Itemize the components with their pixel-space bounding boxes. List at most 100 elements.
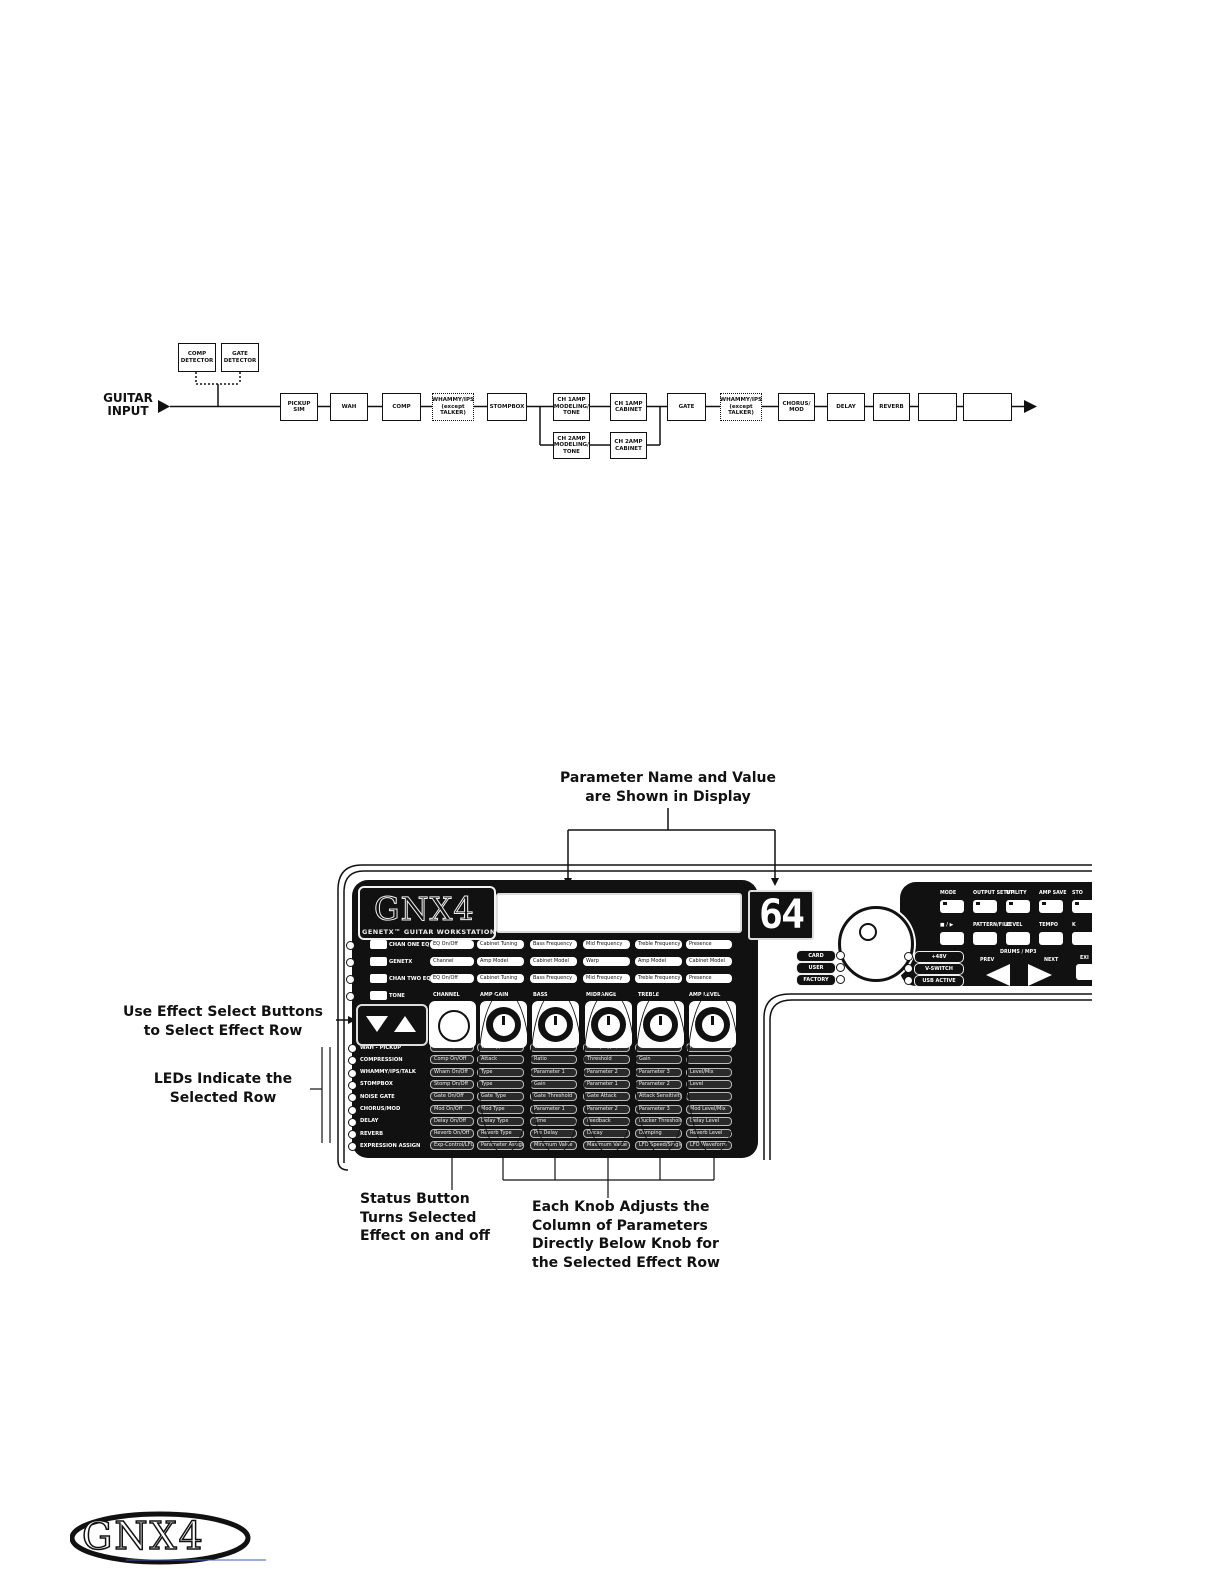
function-button[interactable] bbox=[1006, 900, 1030, 913]
parameter-cell: Treble Frequency bbox=[635, 940, 682, 949]
function-button[interactable] bbox=[1039, 900, 1063, 913]
parameter-cell: EQ On/Off bbox=[430, 974, 474, 983]
parameter-cell: Comp On/Off bbox=[430, 1055, 474, 1065]
branch-block: CH 2AMP MODELING/ TONE bbox=[553, 432, 590, 459]
up-arrow-icon bbox=[394, 1016, 416, 1032]
preset-bank-label: PRESET BANK bbox=[772, 960, 794, 974]
parameter-cell: Warp bbox=[583, 957, 630, 966]
function-button-label: MODE bbox=[940, 891, 957, 896]
chain-block: PICKUP SIM bbox=[280, 393, 318, 421]
row-led bbox=[348, 1093, 357, 1103]
function-button-label: ■ / ▶ bbox=[940, 923, 954, 928]
parameter-cell: Wham On/Off bbox=[430, 1067, 474, 1077]
branch-block: CH 2AMP CABINET bbox=[610, 432, 647, 459]
down-arrow-icon bbox=[366, 1016, 388, 1032]
row-led bbox=[348, 1044, 357, 1053]
function-button[interactable] bbox=[1072, 932, 1096, 945]
row-name: TONE bbox=[389, 992, 405, 999]
parameter-cell: Channel bbox=[430, 957, 474, 966]
function-button[interactable] bbox=[940, 900, 964, 913]
button-led bbox=[1042, 902, 1046, 905]
row-led bbox=[348, 1142, 357, 1152]
segment-display-value: 64 bbox=[758, 892, 805, 938]
footer-logo-swoosh bbox=[70, 1511, 266, 1565]
row-led bbox=[348, 1105, 357, 1115]
status-button[interactable] bbox=[438, 1010, 470, 1042]
detector-block: GATE DETECTOR bbox=[221, 343, 259, 372]
exit-button[interactable] bbox=[1076, 964, 1094, 980]
preset-bank-led bbox=[836, 951, 845, 960]
parameter-cell: Amp Model bbox=[477, 957, 524, 966]
function-button[interactable] bbox=[1039, 932, 1063, 945]
chain-block: DELAY bbox=[827, 393, 865, 421]
parameter-cell: BASS bbox=[533, 992, 548, 998]
data-wheel[interactable] bbox=[838, 906, 914, 982]
function-button[interactable] bbox=[1072, 900, 1096, 913]
exit-label: EXI bbox=[1080, 956, 1089, 961]
row-led bbox=[346, 941, 355, 950]
chain-block: CH 1AMP MODELING/ TONE bbox=[553, 393, 590, 421]
row-led bbox=[348, 1117, 357, 1127]
function-button[interactable] bbox=[973, 932, 997, 945]
chain-block: GATE bbox=[667, 393, 706, 421]
status-led bbox=[904, 964, 913, 973]
chain-block: CHORUS/ MOD bbox=[778, 393, 815, 421]
device-logo: GNX4 bbox=[374, 890, 475, 929]
preset-bank-option[interactable]: USER bbox=[796, 962, 836, 974]
parameter-cell: Exp-Control/LFO bbox=[430, 1141, 474, 1151]
row-led bbox=[348, 1056, 357, 1066]
parameter-cell: Bass Frequency bbox=[530, 940, 577, 949]
row-select-button[interactable] bbox=[370, 940, 387, 949]
row-select-button[interactable] bbox=[370, 991, 387, 1000]
device-subtitle: GENETX™ GUITAR WORKSTATION bbox=[362, 928, 496, 936]
parameter-cell: Presence bbox=[686, 974, 732, 983]
parameter-cell: Cabinet Model bbox=[530, 957, 577, 966]
preset-bank-option[interactable]: FACTORY bbox=[796, 974, 836, 986]
button-led bbox=[976, 902, 980, 905]
preset-bank-option[interactable]: CARD bbox=[796, 950, 836, 962]
effect-select-arrows bbox=[366, 1016, 416, 1032]
function-button[interactable] bbox=[973, 900, 997, 913]
parameter-cell: CHANNEL bbox=[433, 992, 460, 998]
button-led bbox=[1009, 902, 1013, 905]
chain-block bbox=[963, 393, 1012, 421]
display-callout: Parameter Name and Value are Shown in Di… bbox=[560, 770, 776, 805]
next-label: NEXT bbox=[1044, 958, 1059, 963]
row-name: WAH - PICKUP bbox=[360, 1044, 402, 1051]
logo-plate bbox=[358, 886, 496, 940]
row-name: DELAY bbox=[360, 1118, 379, 1125]
prev-button bbox=[986, 964, 1010, 986]
input-arrow bbox=[158, 400, 170, 413]
drums-mp3-label: DRUMS / MP3 bbox=[1000, 950, 1037, 955]
function-button[interactable] bbox=[940, 932, 964, 945]
function-button-label: TEMPO bbox=[1039, 923, 1058, 928]
output-arrow bbox=[1024, 400, 1037, 413]
parameter-cell: Bass Frequency bbox=[530, 974, 577, 983]
guitar-input-label: GUITAR INPUT bbox=[103, 391, 153, 418]
function-button-label: UTILITY bbox=[1006, 891, 1027, 896]
function-button-label: K bbox=[1072, 923, 1076, 928]
row-select-button[interactable] bbox=[370, 974, 387, 983]
function-button-label: LEVEL bbox=[1006, 923, 1023, 928]
row-led bbox=[346, 992, 355, 1001]
row-select-button[interactable] bbox=[370, 957, 387, 966]
chain-block: COMP bbox=[382, 393, 421, 421]
lcd-display bbox=[496, 893, 742, 933]
function-button-label: AMP SAVE bbox=[1039, 891, 1067, 896]
leds-callout: LEDs Indicate the Selected Row bbox=[153, 1071, 293, 1106]
row-name: COMPRESSION bbox=[360, 1056, 403, 1063]
parameter-cell: Stomp On/Off bbox=[430, 1079, 474, 1089]
row-name: CHAN ONE EQ bbox=[389, 941, 430, 948]
column-highlight-oval bbox=[687, 990, 740, 1154]
parameter-cell: Cabinet Model bbox=[686, 957, 732, 966]
chain-block: STOMPBOX bbox=[487, 393, 527, 421]
knobs-callout: Each Knob Adjusts the Column of Paramete… bbox=[532, 1199, 720, 1271]
function-button[interactable] bbox=[1006, 932, 1030, 945]
effect-select-buttons[interactable] bbox=[356, 1004, 428, 1046]
parameter-cell: Mid Frequency bbox=[583, 940, 630, 949]
prev-next-buttons bbox=[986, 964, 1052, 986]
function-button-label: STO bbox=[1072, 891, 1083, 896]
status-indicator: V-SWITCH bbox=[914, 963, 964, 975]
status-button-well bbox=[429, 1001, 476, 1048]
chain-block: WHAMMY/IPS (except TALKER) bbox=[432, 393, 474, 421]
